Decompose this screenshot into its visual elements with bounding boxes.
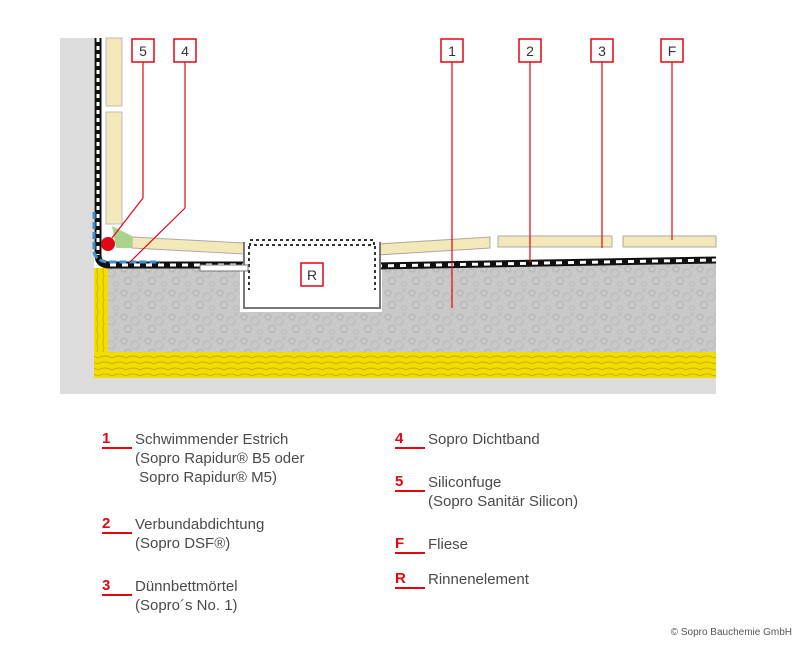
callout-label: R — [307, 267, 317, 283]
legend-underline — [102, 447, 132, 449]
legend-line-text: Sopro Dichtband — [428, 431, 540, 448]
legend-line-text: Fliese — [428, 536, 469, 553]
silicone-joint — [112, 226, 132, 248]
legend-line-text: (Sopro DSF®) — [135, 535, 231, 552]
callout-label: F — [668, 43, 677, 59]
wall-tile — [105, 37, 123, 107]
legend-key: 4 — [395, 430, 404, 447]
callout-label: 1 — [448, 43, 456, 59]
backer-rod — [101, 237, 115, 251]
callout-R: R — [300, 262, 324, 287]
callout-2: 2 — [518, 38, 542, 63]
insulation-layer — [94, 352, 716, 378]
legend-key: 3 — [102, 577, 111, 594]
legend-underline — [395, 587, 425, 589]
legend-text: Sopro Dichtband — [428, 430, 540, 449]
legend-underline — [102, 594, 132, 596]
legend-key: 5 — [395, 473, 404, 490]
legend-underline — [395, 490, 425, 492]
callout-label: 5 — [139, 43, 147, 59]
legend-text: Fliese — [428, 535, 468, 554]
legend-text: Verbundabdichtung (Sopro DSF®) — [135, 515, 264, 553]
legend-line-text: Sopro Rapidur® M5) — [135, 469, 277, 486]
copyright-notice: © Sopro Bauchemie GmbH — [670, 627, 792, 638]
floor-tile — [622, 235, 717, 248]
legend-key: 1 — [102, 430, 111, 447]
legend-line-text: (Sopro´s No. 1) — [135, 597, 238, 614]
base-slab — [60, 378, 716, 394]
edge-insulation — [94, 268, 108, 378]
floor-tile — [377, 236, 491, 256]
legend-text: Dünnbettmörtel (Sopro´s No. 1) — [135, 577, 238, 615]
legend-line-text: Verbundabdichtung — [135, 516, 265, 533]
legend-key: R — [395, 570, 406, 587]
legend-text: Siliconfuge (Sopro Sanitär Silicon) — [428, 473, 578, 511]
legend-line-text: (Sopro Sanitär Silicon) — [428, 493, 579, 510]
callout-label: 4 — [181, 43, 189, 59]
callout-F: F — [660, 38, 684, 63]
legend-line-text: Rinnenelement — [428, 571, 529, 588]
legend-underline — [395, 552, 425, 554]
floor-membrane — [94, 254, 717, 270]
callout-5: 5 — [131, 38, 155, 63]
callout-label: 2 — [526, 43, 534, 59]
wall-tile — [105, 111, 123, 225]
legend-line-text: Siliconfuge — [428, 474, 502, 491]
screed-layer — [108, 262, 716, 352]
legend-key: F — [395, 535, 405, 552]
legend-underline — [395, 447, 425, 449]
legend-text: Schwimmender Estrich (Sopro Rapidur® B5 … — [135, 430, 304, 487]
legend-line-text: Dünnbettmörtel — [135, 578, 238, 595]
floor-tile — [497, 235, 613, 248]
callout-1: 1 — [440, 38, 464, 63]
callout-4: 4 — [173, 38, 197, 63]
legend-key: 2 — [102, 515, 111, 532]
construction-diagram: 5 4 1 2 3 F R — [60, 37, 717, 394]
legend-line-text: Schwimmender Estrich — [135, 431, 289, 448]
legend-underline — [102, 532, 132, 534]
wall — [60, 38, 94, 394]
sealing-band — [92, 212, 160, 264]
legend-text: Rinnenelement — [428, 570, 529, 589]
floor-tile — [131, 236, 245, 255]
callout-3: 3 — [590, 38, 614, 63]
legend-line-text: (Sopro Rapidur® B5 oder — [135, 450, 305, 467]
callout-label: 3 — [598, 43, 606, 59]
